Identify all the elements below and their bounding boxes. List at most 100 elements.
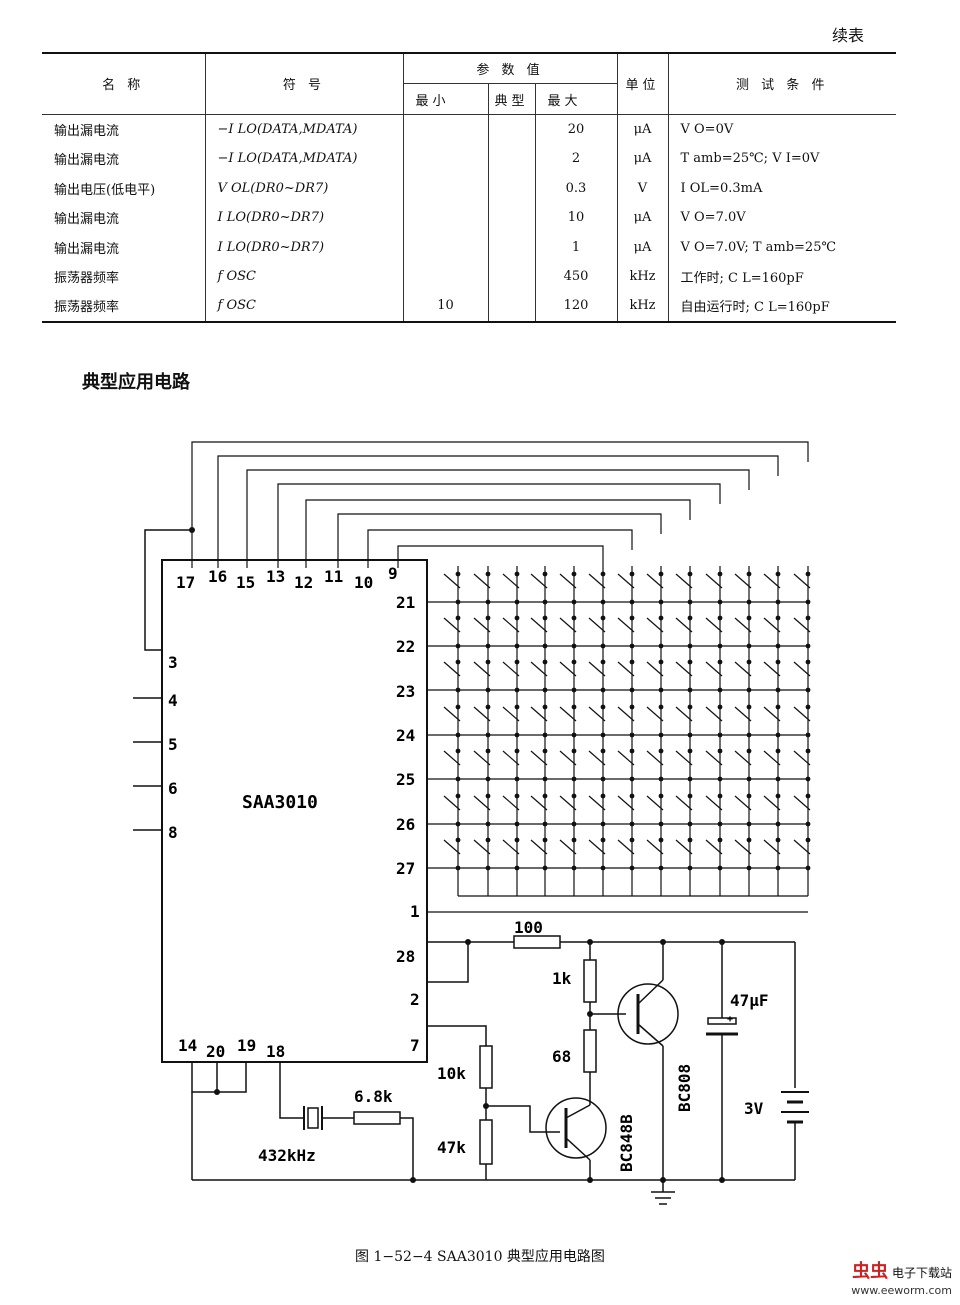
cell-min [402, 173, 489, 203]
pin-left: 5 [168, 735, 178, 754]
cell-max: 2 [534, 144, 618, 174]
cell-symbol: f OSC [204, 261, 404, 292]
pin-top: 17 [176, 573, 195, 592]
transistor-label: BC808 [675, 1064, 694, 1112]
pin-top: 10 [354, 573, 373, 592]
pin-bottom: 14 [178, 1036, 197, 1055]
cell-max: 450 [534, 261, 618, 292]
cell-name: 振荡器频率 [42, 291, 206, 322]
cell-name: 输出漏电流 [42, 114, 206, 145]
pin-right: 7 [410, 1036, 420, 1055]
cell-min: 10 [402, 291, 489, 322]
pin-right: 28 [396, 947, 415, 966]
cell-name: 输出电压(低电平) [42, 173, 206, 203]
cell-min [402, 232, 489, 262]
cell-min [402, 114, 489, 145]
header-values: 参 数 值 [402, 53, 618, 85]
cell-name: 输出漏电流 [42, 144, 206, 174]
cell-cond: 自由运行时; C L=160pF [667, 291, 896, 322]
pin-bottom: 18 [266, 1042, 285, 1061]
cell-symbol: V OL(DR0~DR7) [204, 173, 404, 203]
pin-left: 3 [168, 653, 178, 672]
header-unit: 单位 [616, 53, 669, 115]
pin-bottom: 19 [237, 1036, 256, 1055]
pin-right: 1 [410, 902, 420, 921]
cell-cond: V O=7.0V; T amb=25℃ [667, 232, 896, 262]
site-logo: 虫虫 电子下载站 www.eeworm.com [851, 1257, 952, 1297]
cell-max: 10 [534, 202, 618, 233]
cell-cond: V O=7.0V [667, 202, 896, 233]
pin-bottom: 20 [206, 1042, 225, 1061]
cell-unit: μA [616, 144, 669, 174]
cell-unit: V [616, 173, 669, 203]
cell-symbol: −I LO(DATA,MDATA) [204, 114, 404, 145]
pin-top: 15 [236, 573, 255, 592]
cell-unit: μA [616, 202, 669, 233]
pin-right: 24 [396, 726, 415, 745]
cell-symbol: I LO(DR0~DR7) [204, 202, 404, 233]
pin-right: 26 [396, 815, 415, 834]
cell-typ [487, 114, 536, 145]
resistor-label: 10k [437, 1064, 466, 1083]
resistor-label: 47k [437, 1138, 466, 1157]
cell-symbol: −I LO(DATA,MDATA) [204, 144, 404, 174]
chip-label: SAA3010 [242, 792, 318, 813]
cell-symbol: I LO(DR0~DR7) [204, 232, 404, 262]
pin-right: 23 [396, 682, 415, 701]
cell-cond: T amb=25℃; V I=0V [667, 144, 896, 174]
pin-left: 4 [168, 691, 178, 710]
cell-cond: V O=0V [667, 114, 896, 145]
cell-name: 输出漏电流 [42, 232, 206, 262]
cell-typ [487, 261, 536, 292]
pin-top: 9 [388, 564, 398, 583]
transistor-label: BC848B [617, 1114, 636, 1172]
section-title: 典型应用电路 [82, 372, 190, 393]
cell-unit: μA [616, 114, 669, 145]
figure-caption: 图 1−52−4 SAA3010 典型应用电路图 [355, 1249, 605, 1265]
header-max: 最大 [534, 83, 617, 115]
crystal-label: 432kHz [258, 1146, 316, 1165]
resistor-label: 100 [514, 918, 543, 937]
cell-min [402, 202, 489, 233]
logo-text: 电子下载站 [891, 1266, 952, 1280]
header-min: 最小 [403, 83, 489, 115]
cell-typ [487, 202, 536, 233]
cell-cond: I OL=0.3mA [667, 173, 896, 203]
pin-top: 16 [208, 567, 227, 586]
cell-name: 振荡器频率 [42, 261, 206, 292]
header-name: 名 称 [42, 53, 206, 115]
battery-label: 3V [744, 1099, 764, 1118]
cell-cond: 工作时; C L=160pF [667, 261, 896, 292]
pin-top: 13 [266, 567, 285, 586]
pin-left: 8 [168, 823, 178, 842]
resistor-label: 68 [552, 1047, 571, 1066]
cell-max: 0.3 [534, 173, 618, 203]
pin-top: 12 [294, 573, 313, 592]
spec-table: 名 称 符 号 参 数 值 单位 测 试 条 件 最小 典型 最大 输出漏电流−… [42, 52, 896, 323]
resistor-label: 1k [552, 969, 572, 988]
cell-unit: kHz [616, 291, 669, 322]
circuit-diagram: SAA3010 17 16 15 13 12 11 10 9 3 4 5 6 8… [133, 441, 811, 1205]
pin-right: 22 [396, 637, 415, 656]
cell-typ [487, 232, 536, 262]
logo-site: www.eeworm.com [851, 1284, 952, 1297]
capacitor-label: 47μF [730, 991, 769, 1010]
pin-left: 6 [168, 779, 178, 798]
pin-right: 2 [410, 990, 420, 1009]
logo-brand: 虫虫 [852, 1261, 889, 1282]
cell-typ [487, 173, 536, 203]
svg-text:+: + [727, 1014, 733, 1025]
cell-max: 1 [534, 232, 618, 262]
cell-name: 输出漏电流 [42, 202, 206, 233]
header-symbol: 符 号 [204, 53, 404, 115]
header-typ: 典型 [487, 83, 536, 115]
resistor-label: 6.8k [354, 1087, 393, 1106]
cell-typ [487, 144, 536, 174]
